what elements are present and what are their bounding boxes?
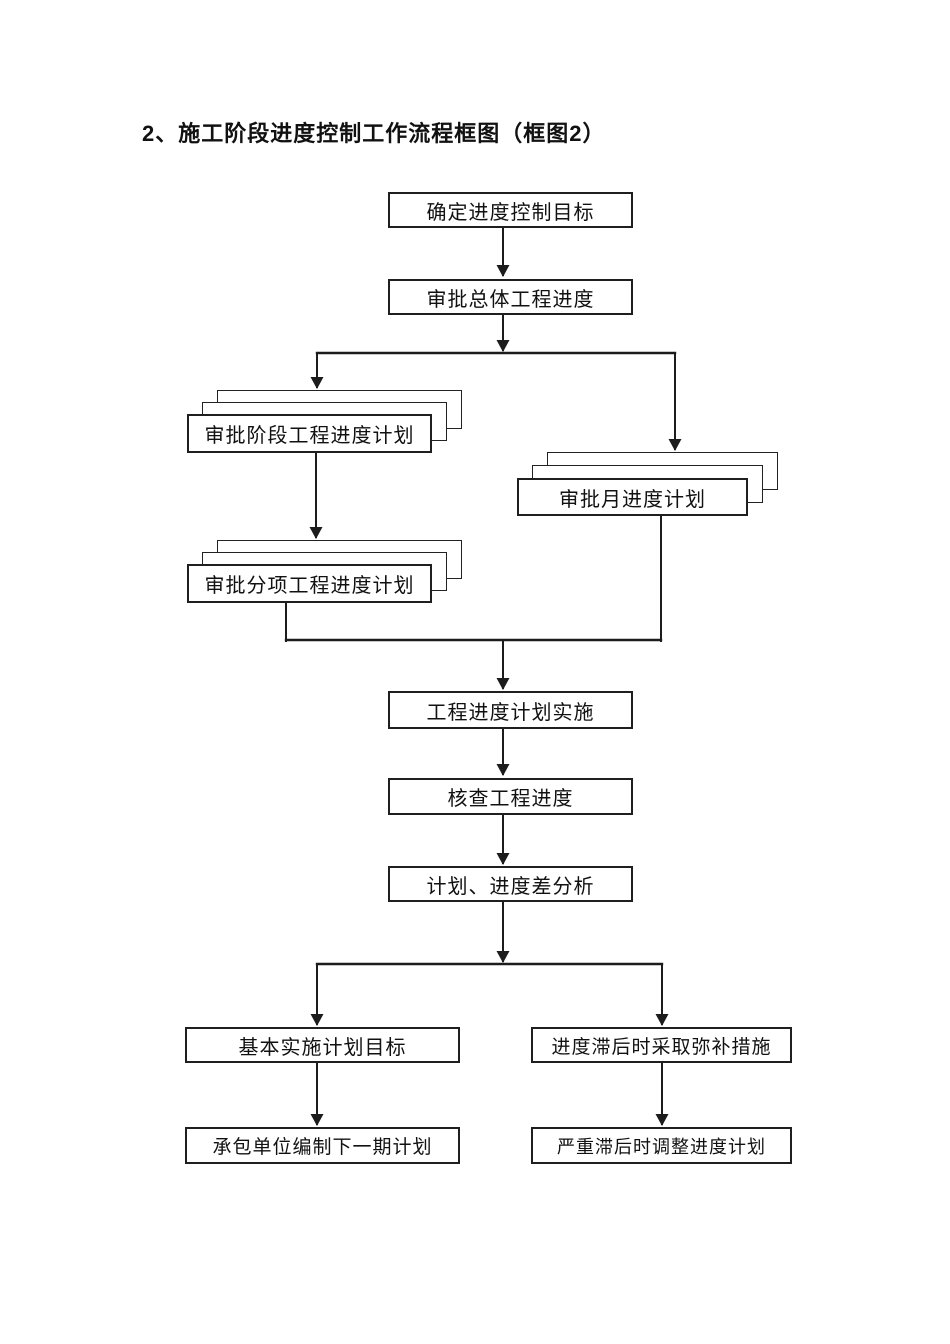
node-approve-overall: 审批总体工程进度 [388,279,633,315]
node-implement-plan: 工程进度计划实施 [388,691,633,729]
node-check-progress: 核查工程进度 [388,778,633,815]
node-remedial-measures: 进度滞后时采取弥补措施 [531,1027,792,1063]
node-analyze-deviation: 计划、进度差分析 [388,866,633,902]
node-basic-target: 基本实施计划目标 [185,1027,460,1063]
node-set-goal: 确定进度控制目标 [388,192,633,228]
node-approve-monthly-plan: 审批月进度计划 [517,478,748,516]
node-next-period-plan: 承包单位编制下一期计划 [185,1127,460,1164]
page-title: 2、施工阶段进度控制工作流程框图（框图2） [142,121,606,146]
node-adjust-plan: 严重滞后时调整进度计划 [531,1127,792,1164]
node-approve-phase-plan: 审批阶段工程进度计划 [187,414,432,453]
node-approve-subitem-plan: 审批分项工程进度计划 [187,564,432,603]
